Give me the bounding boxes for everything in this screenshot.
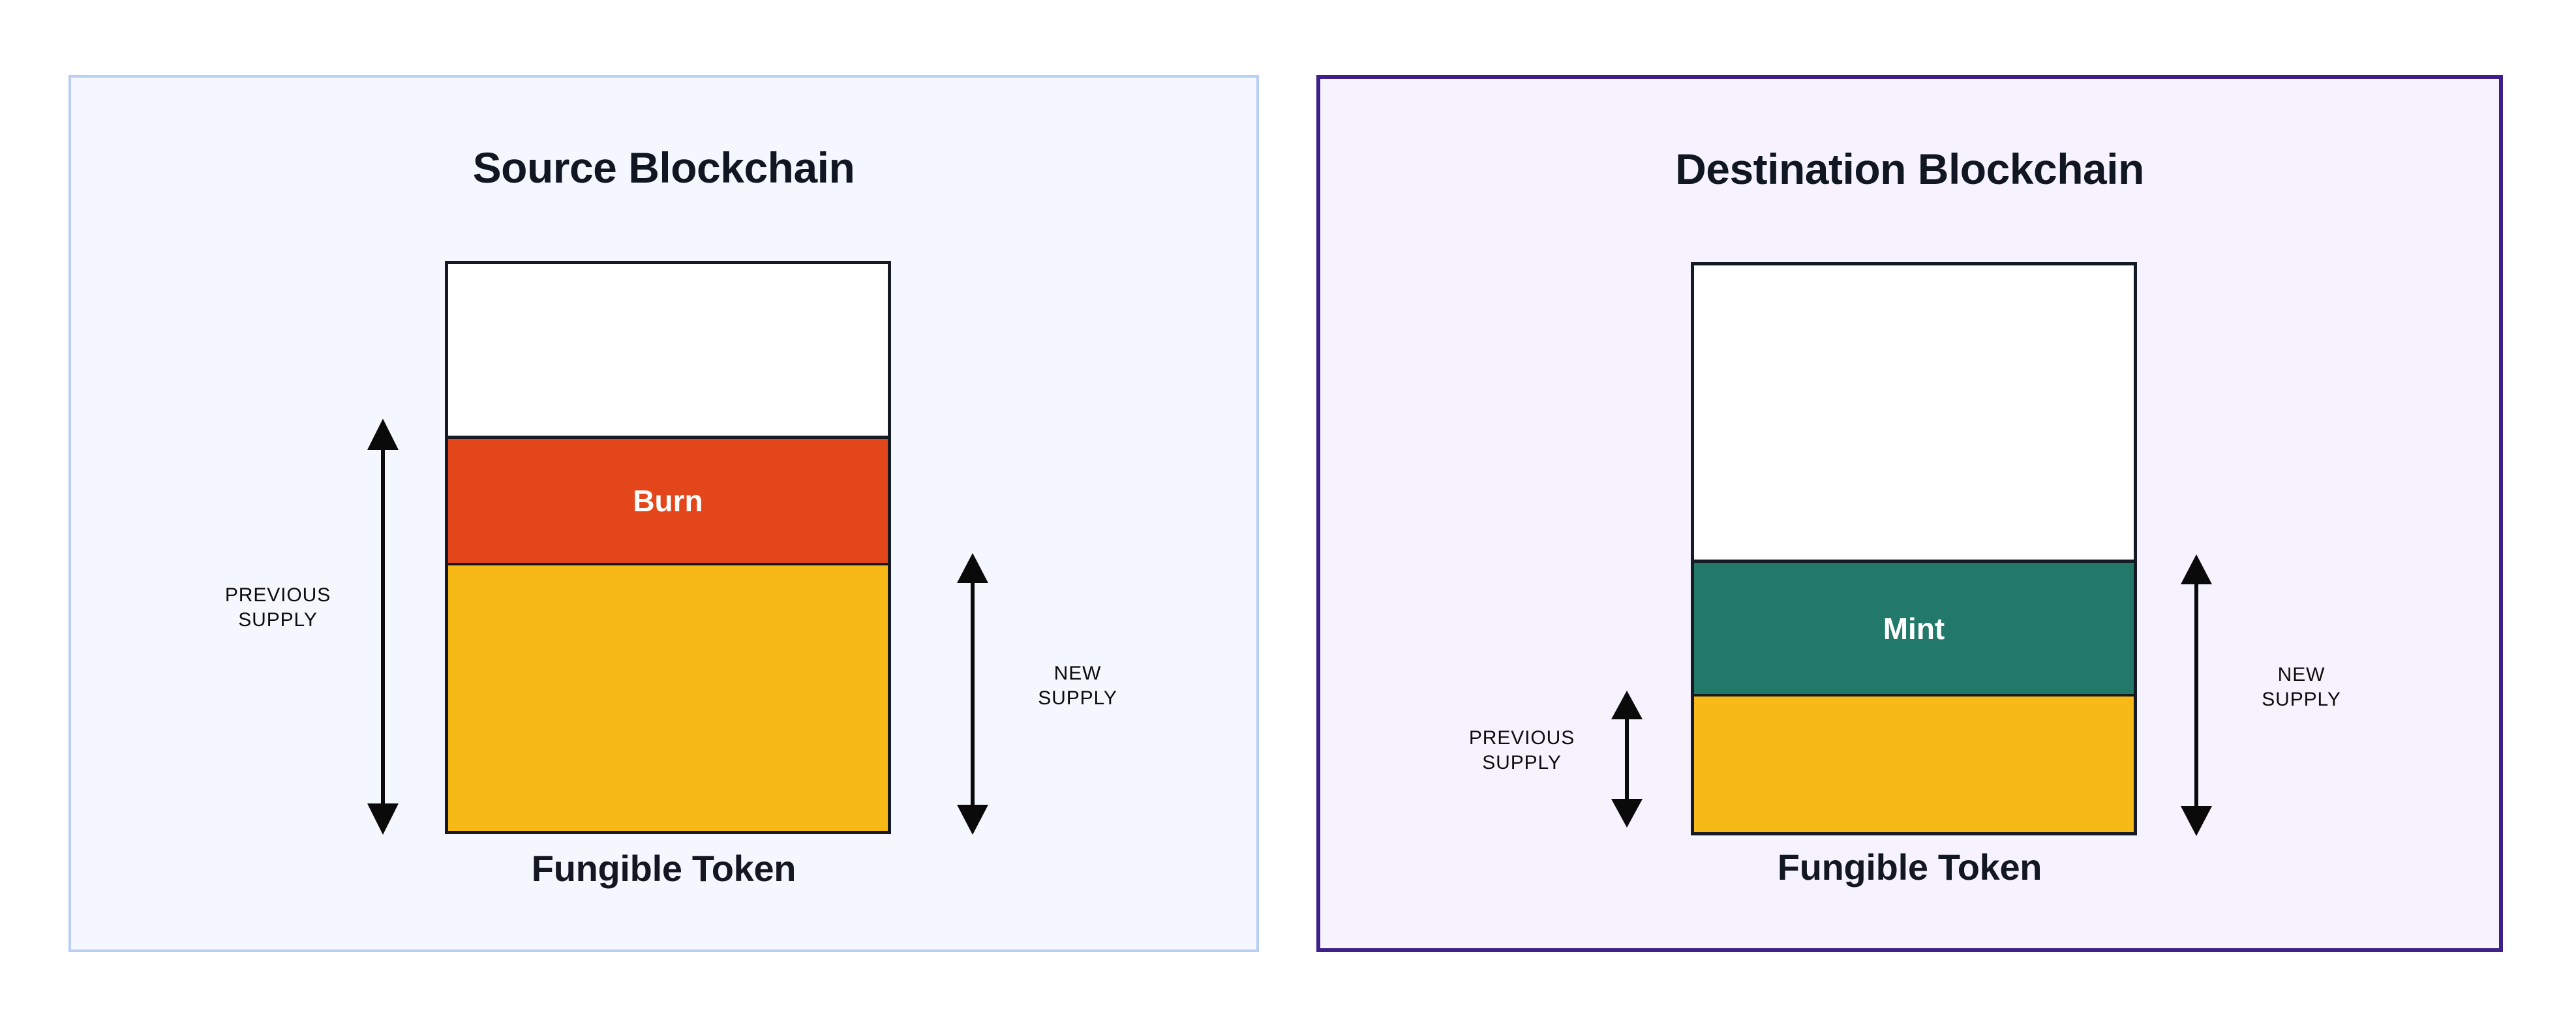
destination-bar-segment-mint: Mint: [1694, 560, 2134, 697]
destination-previous-supply-text: PREVIOUS SUPPLY: [1468, 726, 1575, 773]
source-bar-segment-empty-headroom: [448, 264, 888, 436]
destination-bar-segment-supply: [1694, 696, 2134, 832]
source-previous-supply-label: PREVIOUS SUPPLY: [196, 558, 359, 657]
destination-bar-segment-empty-headroom: [1694, 265, 2134, 560]
destination-previous-supply-label: PREVIOUS SUPPLY: [1440, 701, 1603, 800]
destination-panel-footer: Fungible Token: [1777, 846, 2042, 888]
destination-new-supply-text: NEW SUPPLY: [2262, 663, 2341, 710]
destination-token-supply-bar: Mint: [1691, 262, 2137, 835]
destination-previous-supply-measure: PREVIOUS SUPPLY: [1469, 689, 1643, 829]
source-token-supply-bar: Burn: [445, 261, 891, 834]
destination-bar-mint-label: Mint: [1883, 611, 1945, 646]
source-new-supply-text: NEW SUPPLY: [1038, 662, 1117, 709]
source-blockchain-panel: Source Blockchain Burn PREVIOUS SUPPLY: [68, 75, 1259, 952]
source-bar-burn-label: Burn: [633, 484, 703, 518]
source-panel-title: Source Blockchain: [472, 143, 855, 192]
source-previous-supply-text: PREVIOUS SUPPLY: [224, 584, 331, 631]
destination-panel-title: Destination Blockchain: [1675, 145, 2144, 193]
source-previous-supply-measure: PREVIOUS SUPPLY: [225, 417, 399, 836]
destination-new-supply-label: NEW SUPPLY: [2220, 638, 2383, 736]
destination-blockchain-panel: Destination Blockchain Mint PREVIOUS SUP…: [1316, 75, 2503, 952]
source-panel-footer: Fungible Token: [531, 848, 796, 889]
source-new-supply-measure: NEW SUPPLY: [957, 552, 1117, 836]
source-bar-segment-supply: [448, 565, 888, 831]
source-bar-segment-burn: Burn: [448, 436, 888, 566]
source-new-supply-label: NEW SUPPLY: [996, 636, 1159, 735]
destination-new-supply-measure: NEW SUPPLY: [2181, 553, 2341, 837]
